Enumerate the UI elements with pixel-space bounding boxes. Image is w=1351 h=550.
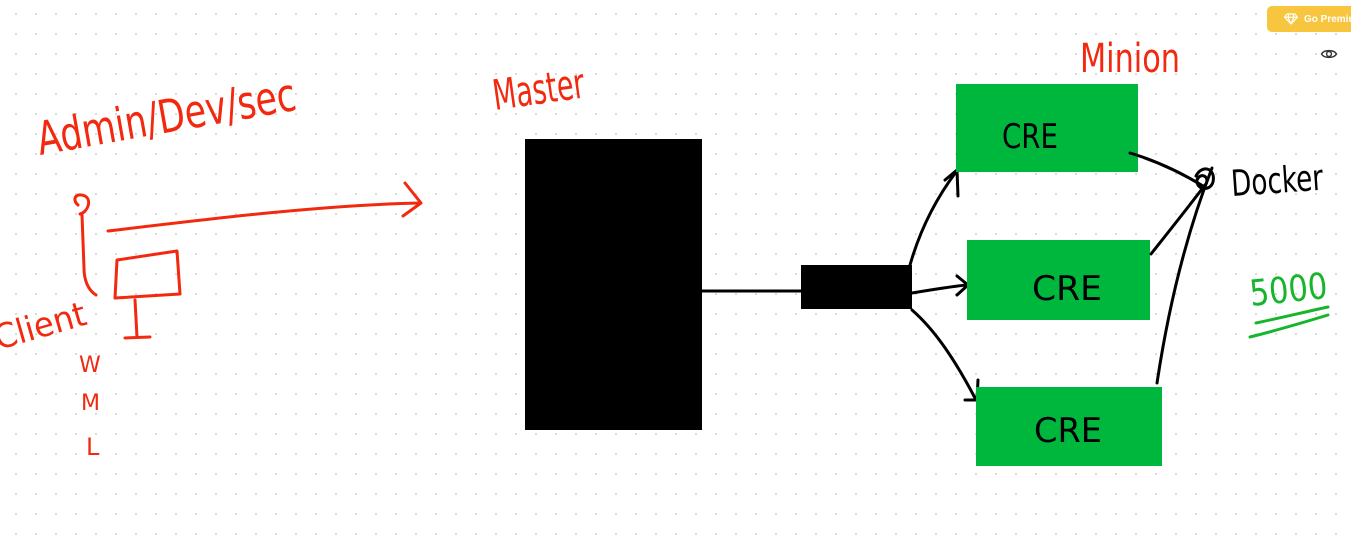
- docker-label: Docker: [1230, 158, 1325, 205]
- cre-box-3[interactable]: [976, 387, 1162, 466]
- docker-link-2: [1149, 183, 1207, 256]
- docker-link-1: [1128, 151, 1205, 188]
- monitor-sketch: [113, 249, 182, 340]
- go-premium-button[interactable]: Go Premium: [1267, 6, 1351, 32]
- cre-label-2: CRE: [1032, 269, 1102, 309]
- arrow-to-cre-1: [908, 168, 960, 267]
- underline-1: [1254, 305, 1330, 325]
- master-label: Master: [490, 59, 588, 120]
- diamond-icon: [1284, 13, 1298, 25]
- view-toggle-button[interactable]: [1320, 47, 1338, 61]
- underline-2: [1248, 313, 1330, 339]
- docker-node-scribble: [1194, 167, 1215, 190]
- size-m: M: [81, 391, 100, 416]
- cre-box-2[interactable]: [967, 240, 1150, 320]
- number-note: 5000: [1248, 266, 1330, 315]
- arrow-to-cre-3: [910, 308, 980, 402]
- master-node[interactable]: [525, 139, 702, 430]
- arrow-to-cre-2: [910, 274, 970, 297]
- eye-icon: [1320, 49, 1338, 59]
- request-arrow: [106, 181, 423, 233]
- cre-box-1[interactable]: [956, 84, 1138, 172]
- client-label: Client: [0, 294, 91, 358]
- cre-label-3: CRE: [1034, 411, 1102, 451]
- cre-label-1: CRE: [1002, 117, 1058, 157]
- size-l: L: [86, 433, 100, 461]
- docker-link-3: [1155, 166, 1214, 385]
- api-block[interactable]: [801, 265, 912, 309]
- minion-label: Minion: [1080, 36, 1180, 82]
- go-premium-label: Go Premium: [1304, 13, 1351, 25]
- size-w: W: [79, 353, 101, 378]
- user-figure-sketch: [73, 193, 98, 297]
- admin-dev-sec-label: Admin/Dev/sec: [33, 67, 300, 166]
